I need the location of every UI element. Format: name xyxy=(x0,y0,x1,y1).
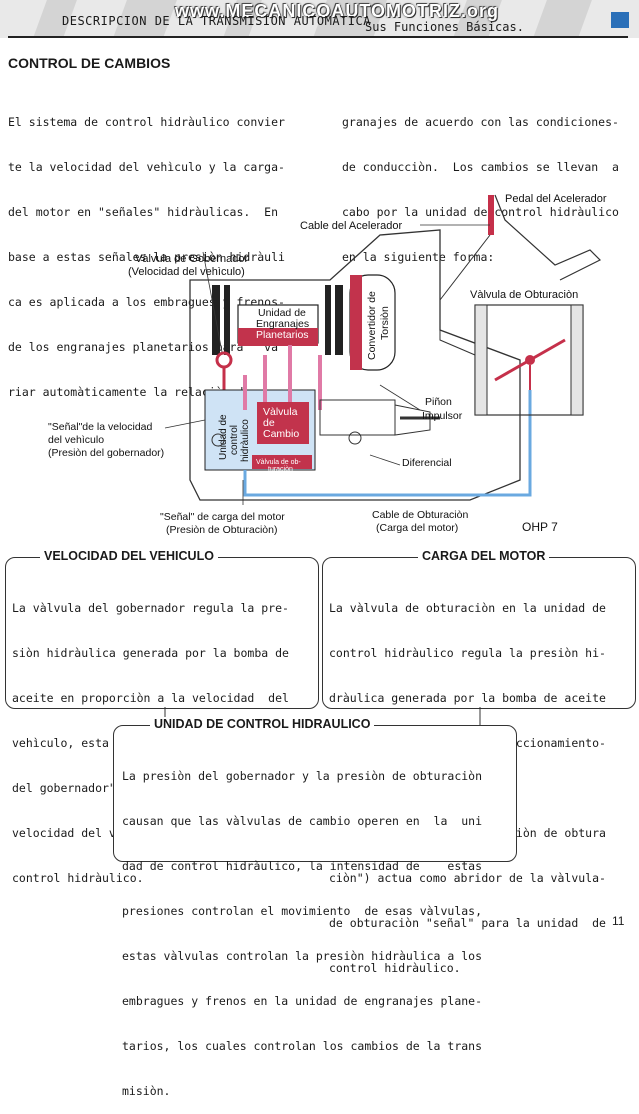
case-outline xyxy=(189,229,521,501)
load-signal-1: "Señal" de carga del motor xyxy=(160,511,285,523)
shift-label-3: Cambio xyxy=(263,428,299,440)
text-line: presiones controlan el movimiento de esa… xyxy=(122,904,483,918)
ohp-label: OHP 7 xyxy=(522,520,558,534)
differential-label: Diferencial xyxy=(402,457,452,469)
text-line: embragues y frenos en la unidad de engra… xyxy=(122,994,483,1008)
throttle-small xyxy=(252,455,312,469)
transmission-diagram: Unidad de Engranajes Planetarios Convert… xyxy=(48,193,607,536)
hydraulic-unit-box xyxy=(113,725,517,862)
text-line: La vàlvula de obturaciòn en la unidad de xyxy=(329,601,606,615)
header-band xyxy=(0,0,639,38)
output-shaft xyxy=(319,399,396,436)
speed-signal-1: "Señal"de la velocidad xyxy=(48,421,153,433)
text-line: estas vàlvulas controlan la presiòn hidr… xyxy=(122,949,483,963)
governor-label-2: (Velocidad del vehìculo) xyxy=(128,266,245,278)
header-subtitle: Sus Funciones Básicas. xyxy=(365,20,524,34)
hyd-label-2: control xyxy=(229,425,240,455)
intro-line: El sistema de control hidràulico convier xyxy=(8,115,285,129)
hydraulic-unit-text: La presiòn del gobernador y la presiòn d… xyxy=(122,739,482,1114)
shift-label-1: Vàlvula xyxy=(263,406,298,418)
throttle-small-2: turaciòn xyxy=(268,466,293,473)
accelerator-cable xyxy=(439,234,491,356)
intro-line: del motor en "señales" hidràulicas. En xyxy=(8,205,279,219)
load-signal-2: (Presiòn de Obturaciòn) xyxy=(166,524,277,536)
planetary-label-3: Planetarios xyxy=(256,329,309,341)
output-hole-2 xyxy=(211,433,225,447)
intro-line: te la velocidad del vehìculo y la carga- xyxy=(8,160,285,174)
pedal xyxy=(494,194,602,281)
vehicle-speed-title: VELOCIDAD DEL VEHICULO xyxy=(40,549,218,563)
planetary-label-1: Unidad de xyxy=(258,307,306,319)
intro-line: cabo por la unidad de control hidràulico xyxy=(342,205,619,219)
shift-label-2: de xyxy=(263,417,275,429)
text-line: tarios, los cuales controlan los cambios… xyxy=(122,1039,483,1053)
hyd-label-3: hidràulico xyxy=(240,419,251,462)
text-line: misiòn. xyxy=(122,1084,171,1098)
speed-signal-2: del vehìculo xyxy=(48,434,104,446)
intro-line: en la siguiente forma: xyxy=(342,250,495,264)
planetary-label-2: Engranajes xyxy=(256,318,309,330)
hydraulic-unit-title: UNIDAD DE CONTROL HIDRAULICO xyxy=(150,717,375,731)
output-hole-1 xyxy=(348,431,362,445)
throttle-cable-1: Cable de Obturaciòn xyxy=(372,509,468,521)
text-line: de obturaciòn "señal" para la unidad de xyxy=(329,916,606,930)
shift-valve xyxy=(257,402,309,444)
text-line: La vàlvula del gobernador regula la pre- xyxy=(12,601,289,615)
engine-load-box xyxy=(322,557,636,709)
pedal-label: Pedal del Acelerador xyxy=(505,193,607,205)
page-number: 11 xyxy=(612,914,625,928)
speed-signal-3: (Presiòn del gobernador) xyxy=(48,447,164,459)
text-line: dad de control hidràulico, la intensidad… xyxy=(122,859,483,873)
throttle-small-1: Vàlvula de ob- xyxy=(256,459,301,466)
text-line: control hidràulico. xyxy=(12,871,144,885)
text-line: aceite en proporciòn a la velocidad del xyxy=(12,691,289,705)
throttle-cable-2: (Carga del motor) xyxy=(376,522,458,534)
text-line: dràulica generada por la bomba de aceite xyxy=(329,691,606,705)
governor-label-1: Vàlvula de Gobernador xyxy=(135,253,248,265)
text-line: ciòn") actua como abridor de la vàlvula- xyxy=(329,871,606,885)
text-line: La presiòn del gobernador y la presiòn d… xyxy=(122,769,483,783)
text-line: causan que las vàlvulas de cambio operen… xyxy=(122,814,483,828)
vehicle-speed-box xyxy=(5,557,319,709)
header-rule xyxy=(8,36,628,38)
governor-valve xyxy=(215,351,233,369)
pinion-label-1: Piñon xyxy=(425,396,452,408)
converter-label-2: Torsiòn xyxy=(379,306,391,340)
engine-load-title: CARGA DEL MOTOR xyxy=(418,549,550,563)
intro-right: granajes de acuerdo con las condiciones-… xyxy=(342,85,619,280)
converter-label-1: Convertidor de xyxy=(366,291,378,360)
intro-line: base a estas señales la presiòn hidràuli xyxy=(8,250,285,264)
header-title: DESCRIPCION DE LA TRANSMISION AUTOMATICA xyxy=(62,14,371,28)
intro-line: granajes de acuerdo con las condiciones- xyxy=(342,115,619,129)
text-line: control hidràulico regula la presiòn hi- xyxy=(329,646,606,660)
text-line: siòn hidràulica generada por la bomba de xyxy=(12,646,289,660)
planetary-unit-fill xyxy=(238,328,318,346)
throttle-cable xyxy=(243,390,532,497)
pinion-label-2: Impulsor xyxy=(422,410,463,422)
section-title: CONTROL DE CAMBIOS xyxy=(8,55,171,71)
cable-label: Cable del Acelerador xyxy=(300,220,402,232)
watermark: www.MECANICOAUTOMOTRIZ.org xyxy=(175,1,499,21)
throttle-valve-label: Vàlvula de Obturaciòn xyxy=(470,289,578,301)
intro-line: de conducciòn. Los cambios se llevan a xyxy=(342,160,619,174)
corner-logo xyxy=(611,12,629,28)
